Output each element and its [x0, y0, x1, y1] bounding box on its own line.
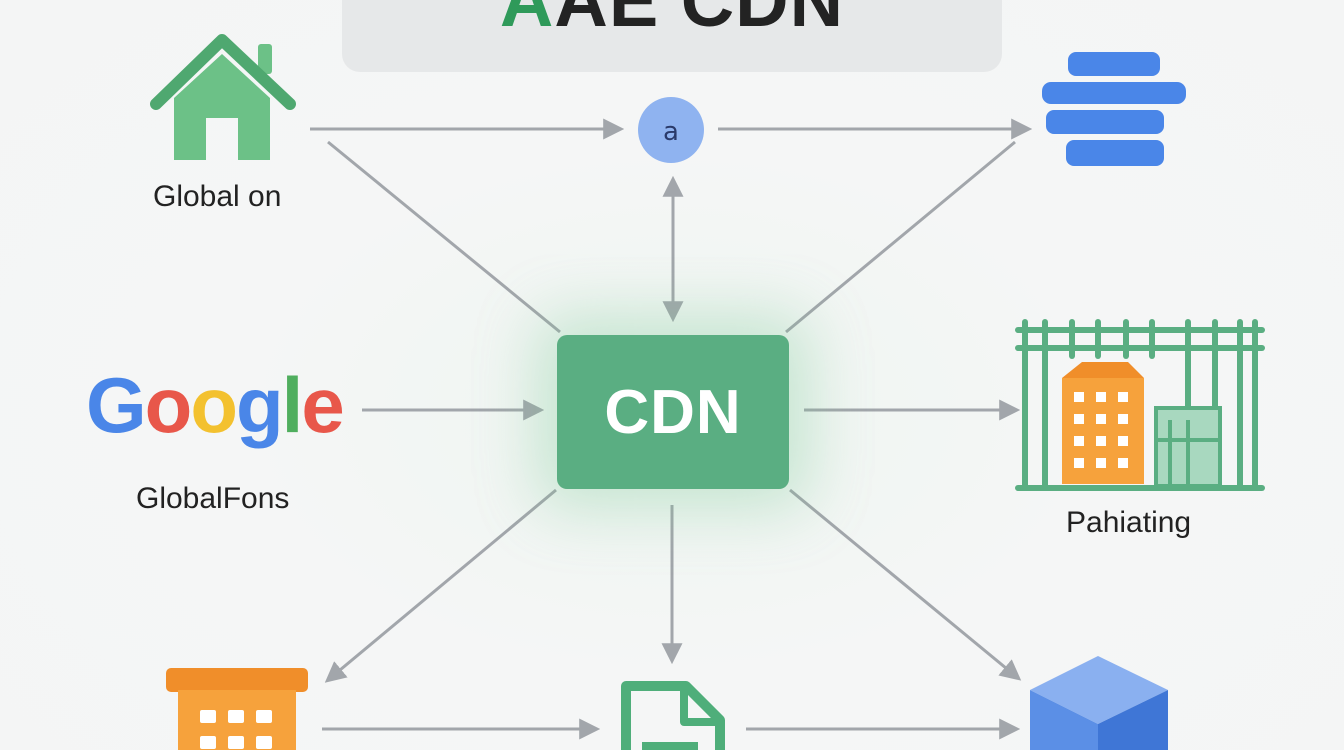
google-letter-3: o: [190, 361, 238, 449]
arrow-cdn-to-cube: [789, 488, 1022, 681]
line-home-to-cdn: [327, 140, 561, 334]
title-accent-letter: A: [499, 0, 555, 42]
diagram-title: AAE CDN: [342, 0, 1002, 38]
google-letter-1: G: [86, 361, 147, 449]
label-pahiating: Pahiating: [1066, 506, 1192, 539]
google-logo: Google: [86, 360, 345, 450]
label-global-on: Global on: [153, 180, 282, 213]
building-icon: [166, 668, 308, 750]
scaffold-building-icon: [1015, 319, 1265, 491]
google-letter-2: o: [144, 361, 193, 449]
document-icon: [621, 681, 725, 750]
title-banner: AAE CDN: [342, 0, 1002, 72]
house-icon: [150, 34, 296, 160]
arrow-cdn-to-bottomleft: [324, 488, 557, 683]
cdn-center-node: CDN: [557, 335, 789, 489]
cdn-label: CDN: [604, 377, 742, 447]
small-node-letter: a: [663, 117, 679, 147]
line-topright-to-cdn: [785, 140, 1016, 334]
google-letter-5: l: [281, 361, 304, 449]
google-letter-4: g: [235, 361, 284, 449]
cube-icon: [1030, 656, 1168, 750]
label-globalfons: GlobalFons: [136, 482, 290, 515]
title-rest: AE CDN: [554, 0, 845, 42]
google-letter-6: e: [301, 361, 344, 449]
small-circle-icon: a: [638, 97, 704, 163]
stacked-bars-icon: [1042, 52, 1186, 166]
